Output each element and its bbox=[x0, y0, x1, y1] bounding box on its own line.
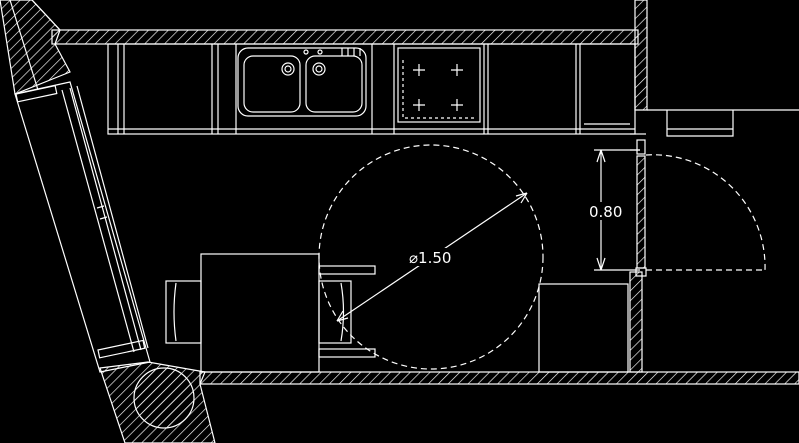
kitchen-counter bbox=[107, 43, 636, 135]
wall-bottom bbox=[199, 371, 799, 385]
door-swing-arc bbox=[645, 154, 766, 271]
wall-right-upper bbox=[634, 0, 648, 111]
double-sink-icon bbox=[237, 47, 367, 117]
door-width-label: 0.80 bbox=[589, 203, 622, 221]
turning-circle-diameter-label: ⌀1.50 bbox=[409, 249, 451, 267]
door-leaf bbox=[636, 155, 646, 269]
wall-top bbox=[51, 29, 639, 45]
cabinet-right-room bbox=[647, 109, 799, 137]
window-frame bbox=[14, 81, 151, 373]
chair-left bbox=[165, 280, 202, 344]
chair-right bbox=[318, 265, 376, 358]
cabinet-lower bbox=[538, 283, 629, 373]
dining-table bbox=[200, 253, 320, 373]
wall-left-slanted bbox=[0, 0, 71, 95]
wall-right-lower bbox=[629, 271, 643, 373]
round-column-icon bbox=[133, 367, 195, 429]
cooktop-icon bbox=[397, 47, 481, 123]
